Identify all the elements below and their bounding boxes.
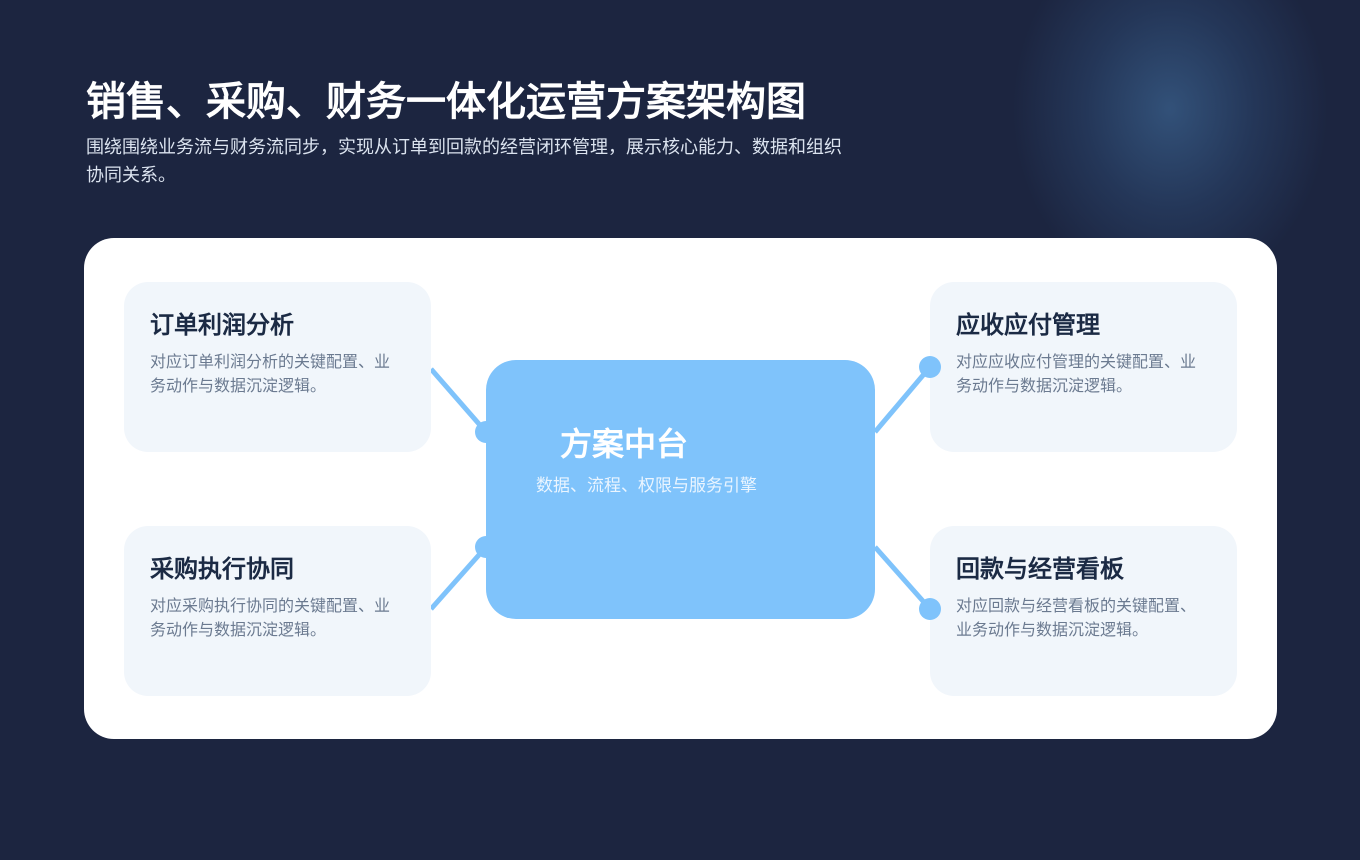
module-card-collection-dashboard[interactable]: 回款与经营看板 对应回款与经营看板的关键配置、业务动作与数据沉淀逻辑。	[930, 526, 1237, 696]
module-card-receivables-payables[interactable]: 应收应付管理 对应应收应付管理的关键配置、业务动作与数据沉淀逻辑。	[930, 282, 1237, 452]
hub-title: 方案中台	[560, 425, 689, 463]
hub-platform[interactable]: 方案中台 数据、流程、权限与服务引擎	[486, 360, 875, 619]
module-title: 应收应付管理	[956, 311, 1100, 339]
module-card-procurement[interactable]: 采购执行协同 对应采购执行协同的关键配置、业务动作与数据沉淀逻辑。	[124, 526, 431, 696]
module-title: 订单利润分析	[150, 311, 294, 339]
page-title: 销售、采购、财务一体化运营方案架构图	[86, 79, 806, 125]
module-card-order-profit[interactable]: 订单利润分析 对应订单利润分析的关键配置、业务动作与数据沉淀逻辑。	[124, 282, 431, 452]
module-description: 对应回款与经营看板的关键配置、业务动作与数据沉淀逻辑。	[956, 596, 1197, 639]
module-title: 回款与经营看板	[956, 555, 1124, 583]
module-description: 对应订单利润分析的关键配置、业务动作与数据沉淀逻辑。	[150, 352, 391, 395]
module-title: 采购执行协同	[150, 555, 294, 583]
page-subtitle: 围绕围绕业务流与财务流同步，实现从订单到回款的经营闭环管理，展示核心能力、数据和…	[86, 137, 842, 186]
module-description: 对应应收应付管理的关键配置、业务动作与数据沉淀逻辑。	[956, 352, 1197, 395]
module-description: 对应采购执行协同的关键配置、业务动作与数据沉淀逻辑。	[150, 596, 391, 639]
hub-subtitle: 数据、流程、权限与服务引擎	[536, 476, 757, 496]
